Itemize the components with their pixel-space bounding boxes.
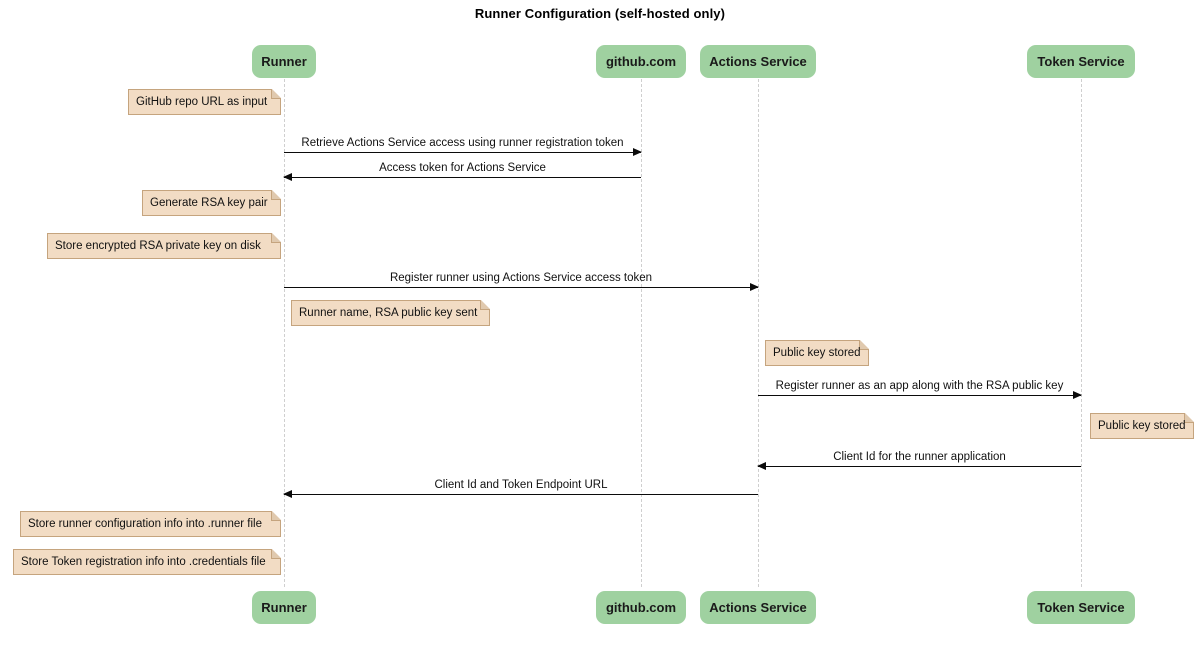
note-label: Public key stored	[773, 347, 861, 359]
message-label: Register runner as an app along with the…	[775, 380, 1064, 392]
note-box: Runner name, RSA public key sent	[291, 299, 491, 326]
message-line	[284, 494, 758, 495]
participant-runner-top[interactable]: Runner	[252, 45, 316, 78]
participant-actions-bottom[interactable]: Actions Service	[700, 591, 816, 624]
diagram-title: Runner Configuration (self-hosted only)	[474, 6, 726, 21]
message-line	[758, 395, 1081, 396]
note-box: Public key stored	[765, 339, 870, 366]
note-fold-corner-icon	[271, 548, 282, 559]
participant-runner-bottom[interactable]: Runner	[252, 591, 316, 624]
note-box: Store runner configuration info into .ru…	[20, 510, 282, 537]
message-line	[758, 466, 1081, 467]
participant-github-top[interactable]: github.com	[596, 45, 686, 78]
participant-token-bottom[interactable]: Token Service	[1027, 591, 1135, 624]
participant-label: Runner	[261, 600, 307, 615]
participant-label: Runner	[261, 54, 307, 69]
arrowhead-icon	[283, 172, 292, 181]
participant-label: Token Service	[1037, 600, 1125, 615]
message-label: Client Id and Token Endpoint URL	[434, 479, 608, 491]
note-fold-corner-icon	[271, 189, 282, 200]
participant-label: github.com	[605, 600, 677, 615]
message-line	[284, 287, 758, 288]
participant-label: Actions Service	[709, 600, 807, 615]
lifeline-runner	[284, 79, 285, 587]
participant-label: Token Service	[1037, 54, 1125, 69]
note-fold-corner-icon	[271, 510, 282, 521]
lifeline-actions	[758, 79, 759, 587]
message-label: Register runner using Actions Service ac…	[389, 272, 653, 284]
note-label: Store encrypted RSA private key on disk	[55, 240, 261, 252]
lifeline-github	[641, 79, 642, 587]
note-fold-corner-icon	[1184, 412, 1195, 423]
note-box: Generate RSA key pair	[142, 189, 282, 216]
message-arrow: Access token for Actions Service	[283, 162, 641, 181]
participant-label: Actions Service	[709, 54, 807, 69]
message-label: Retrieve Actions Service access using ru…	[301, 137, 624, 149]
participant-github-bottom[interactable]: github.com	[596, 591, 686, 624]
note-label: Store runner configuration info into .ru…	[28, 518, 262, 530]
note-fold-corner-icon	[271, 232, 282, 243]
participant-label: github.com	[605, 54, 677, 69]
note-label: Public key stored	[1098, 420, 1186, 432]
message-line	[284, 177, 641, 178]
arrowhead-icon	[1073, 390, 1082, 399]
message-arrow: Register runner using Actions Service ac…	[284, 272, 759, 291]
note-label: GitHub repo URL as input	[136, 96, 268, 108]
message-label: Client Id for the runner application	[833, 451, 1006, 463]
message-arrow: Client Id for the runner application	[757, 451, 1081, 470]
note-box: Public key stored	[1090, 412, 1195, 439]
arrowhead-icon	[283, 489, 292, 498]
note-label: Runner name, RSA public key sent	[299, 307, 478, 319]
note-box: Store encrypted RSA private key on disk	[47, 232, 282, 259]
arrowhead-icon	[757, 461, 766, 470]
lifeline-token	[1081, 79, 1082, 587]
note-fold-corner-icon	[271, 88, 282, 99]
message-arrow: Register runner as an app along with the…	[758, 380, 1082, 399]
note-fold-corner-icon	[480, 299, 491, 310]
participant-token-top[interactable]: Token Service	[1027, 45, 1135, 78]
participant-actions-top[interactable]: Actions Service	[700, 45, 816, 78]
arrowhead-icon	[633, 147, 642, 156]
note-box: Store Token registration info into .cred…	[13, 548, 282, 575]
note-box: GitHub repo URL as input	[128, 88, 282, 115]
note-label: Generate RSA key pair	[150, 197, 268, 209]
message-label: Access token for Actions Service	[379, 162, 546, 174]
note-label: Store Token registration info into .cred…	[21, 556, 266, 568]
message-arrow: Retrieve Actions Service access using ru…	[284, 137, 642, 156]
arrowhead-icon	[750, 282, 759, 291]
message-arrow: Client Id and Token Endpoint URL	[283, 479, 758, 498]
message-line	[284, 152, 641, 153]
note-fold-corner-icon	[859, 339, 870, 350]
